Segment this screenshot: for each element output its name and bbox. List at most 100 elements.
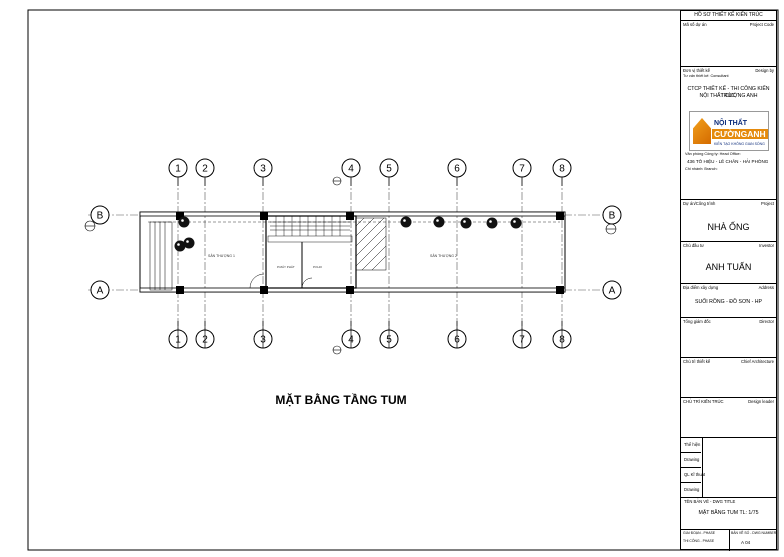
building-outline — [139, 211, 566, 293]
tb-project-code-en: Project Code — [749, 22, 774, 27]
tb-chief-arch-en: Chief Architecture — [740, 359, 774, 364]
axis-label-3: 3 — [260, 335, 266, 346]
tb-phase-label: GIAI ĐOẠN - PHASE — [683, 531, 716, 535]
tb-design-by-en: Design by — [755, 68, 774, 73]
logo-brand-text: CƯỜNGANH — [712, 129, 768, 139]
axis-bubble-1: 1 — [168, 158, 188, 186]
axis-label-8: 8 — [559, 335, 565, 346]
axis-bubble-2: 2 — [195, 158, 215, 186]
tb-branch: Chi nhánh: Branch: — [685, 167, 718, 171]
axis-label-2: 2 — [202, 164, 208, 175]
plant-icon — [433, 216, 445, 228]
axis-bubble-5: 5 — [379, 158, 399, 186]
room-label-mid2: P.KHO — [313, 265, 323, 269]
axis-bubble-5: 5 — [379, 321, 399, 349]
axis-label-3: 3 — [260, 164, 266, 175]
axis-label-5: 5 — [386, 164, 392, 175]
axis-bubble-1: 1 — [168, 321, 188, 349]
axis-bubble-7: 7 — [512, 321, 532, 349]
axis-bubble-4: 4 — [341, 158, 361, 186]
axis-label-B: B — [609, 211, 616, 222]
plant-icon — [174, 240, 186, 252]
tb-director-vn: Tổng giám đốc — [683, 319, 711, 324]
axis-bubble-8: 8 — [552, 321, 572, 349]
axis-grid-lines — [88, 178, 620, 330]
drawing-title: MẶT BẰNG TẦNG TUM — [275, 392, 406, 407]
tb-project-vn: Dự án/Công trình — [683, 201, 716, 206]
room-label-mid1: P.MÁY PHÁT — [277, 265, 295, 269]
axis-label-7: 7 — [519, 335, 525, 346]
tb-chief-arch-vn: Chủ trì thiết kế — [683, 359, 711, 364]
sheet-border — [27, 9, 779, 551]
tb-project-value: NHÀ ỐNG — [707, 222, 750, 232]
tb-row3: QL Kĩ thuật — [684, 472, 706, 477]
axis-bubble-6: 6 — [447, 321, 467, 349]
axis-label-2: 2 — [202, 335, 208, 346]
tb-dwg-number-value: A 04 — [741, 540, 751, 545]
axis-bubble-3: 3 — [253, 158, 273, 186]
axis-label-A: A — [609, 286, 616, 297]
axis-label-1: 1 — [175, 335, 181, 346]
logo-top-text: NỘI THẤT — [714, 120, 748, 127]
columns — [176, 212, 564, 294]
axis-label-7: 7 — [519, 164, 525, 175]
axis-label-5: 5 — [386, 335, 392, 346]
axis-bubble-B: B — [602, 205, 622, 225]
axis-bubble-6: 6 — [447, 158, 467, 186]
axis-label-6: 6 — [454, 164, 460, 175]
axis-label-B: B — [97, 211, 104, 222]
axis-label-A: A — [97, 286, 104, 297]
plant-icon — [486, 217, 498, 229]
axis-bubble-B: B — [90, 205, 110, 225]
tb-director-en: Director — [759, 319, 774, 324]
tb-header: HỒ SƠ THIẾT KẾ KIẾN TRÚC — [694, 12, 763, 18]
plant-icon — [400, 216, 412, 228]
tb-design-leader-en: Design leader — [748, 399, 774, 404]
tb-consultant: Tư vấn thiết kế: Consultant — [683, 74, 729, 78]
house-logo-icon — [693, 118, 711, 144]
room-label-right: SÂN THƯỢNG 2 — [430, 254, 457, 258]
plant-icon — [183, 237, 195, 249]
axis-label-4: 4 — [348, 335, 354, 346]
tb-dwg-title-label: TÊN BẢN VẼ - DWG TITLE — [684, 499, 736, 504]
axis-label-1: 1 — [175, 164, 181, 175]
floor-plan: SÂN THƯỢNG 1 SÂN THƯỢNG 2 P.MÁY PHÁT P.K… — [88, 178, 620, 330]
inner-stair — [267, 216, 353, 243]
logo-tagline: KIẾN TẠO KHÔNG GIAN SỐNG — [714, 142, 765, 146]
axis-bubble-4: 4 — [341, 321, 361, 349]
outer-stair — [149, 221, 173, 291]
tb-company-line2: NỘI THẤT CƯỜNG ANH — [699, 93, 758, 99]
plants — [174, 216, 522, 252]
tb-dwg-number-label: BẢN VẼ SỐ - DWG NUMBER — [731, 531, 777, 535]
tb-row4: Drawing — [684, 487, 700, 492]
tb-investor-value: ANH TUẤN — [705, 262, 752, 272]
tb-row1: Thể hiện — [684, 442, 701, 447]
axis-bubble-3: 3 — [253, 321, 273, 349]
axis-bubble-7: 7 — [512, 158, 532, 186]
axis-bubble-8: 8 — [552, 158, 572, 186]
section-marks — [84, 176, 617, 355]
skylight — [355, 217, 387, 271]
tb-dwg-title-value: MẶT BẰNG TUM TL: 1/75 — [698, 510, 759, 516]
tb-investor-vn: Chủ đầu tư — [683, 243, 704, 248]
plant-icon — [460, 217, 472, 229]
company-logo: NỘI THẤT CƯỜNGANH KIẾN TẠO KHÔNG GIAN SỐ… — [689, 111, 769, 151]
tb-address-en: Address — [758, 285, 774, 290]
tb-row2: Drawing — [684, 457, 700, 462]
plant-icon — [510, 217, 522, 229]
tb-office: Văn phòng Công ty: Head Office: — [685, 152, 741, 156]
axis-bubble-A: A — [602, 280, 622, 300]
tb-company-line1: CTCP THIẾT KẾ - THI CÔNG KIẾN TRÚC, — [687, 86, 770, 99]
tb-investor-en: Investor — [759, 243, 774, 248]
title-block: HỒ SƠ THIẾT KẾ KIẾN TRÚC Mã số dự án Pro… — [680, 10, 777, 551]
tb-design-leader-vn: CHỦ TRÌ KIẾN TRÚC — [683, 399, 724, 404]
axis-label-8: 8 — [559, 164, 565, 175]
tb-design-by-vn: Đơn vị thiết kế — [683, 68, 710, 73]
tb-address: 436 TÔ HIỆU - LÊ CHÂN - HẢI PHÒNG — [687, 159, 769, 164]
axis-label-6: 6 — [454, 335, 460, 346]
tb-project-code-vn: Mã số dự án — [683, 22, 707, 27]
axis-label-4: 4 — [348, 164, 354, 175]
plant-icon — [178, 216, 190, 228]
